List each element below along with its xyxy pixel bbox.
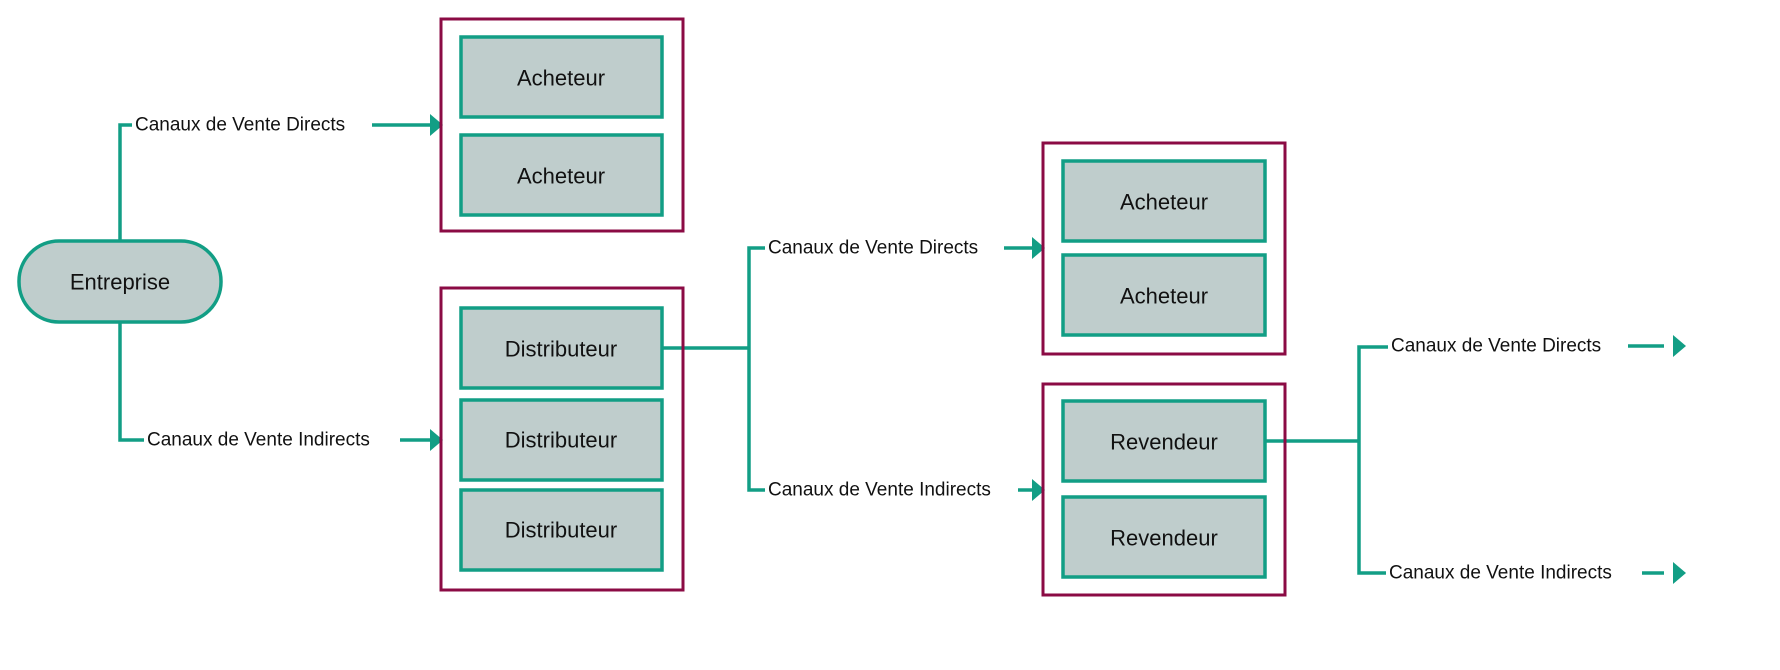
arrowheads: [430, 114, 1686, 584]
connector-distributeur-branches: [747, 246, 765, 492]
node-acheteur-1-shape: [459, 35, 664, 119]
connector-revendeur-branches: [1357, 345, 1388, 575]
edge-label-revendeur-direct: Canaux de Vente Directs: [1391, 336, 1601, 357]
arrowhead-distributeur-indirect: [1032, 479, 1045, 501]
node-distributeur-2-shape: [459, 398, 664, 482]
arrowhead-distributeur-direct: [1032, 237, 1045, 259]
group-revendeurs: [1041, 382, 1287, 597]
nodes: [17, 35, 1267, 579]
node-revendeur-1-shape: [1061, 399, 1267, 483]
node-labels: Entreprise Acheteur Acheteur Distributeu…: [70, 66, 1218, 551]
edge-label-distributeur-indirect: Canaux de Vente Indirects: [768, 480, 991, 501]
node-acheteur-2: Acheteur: [517, 164, 605, 189]
arrowhead-revendeur-indirect: [1673, 562, 1686, 584]
arrowhead-revendeur-direct: [1673, 335, 1686, 357]
node-acheteur-3-shape: [1061, 159, 1267, 243]
group-distributeurs: [439, 286, 685, 592]
node-revendeur-1: Revendeur: [1110, 430, 1218, 455]
connectors: [118, 123, 1664, 575]
node-acheteur-1: Acheteur: [517, 66, 605, 91]
group-acheteurs-distributeur: [1041, 141, 1287, 356]
arrowhead-entreprise-direct: [430, 114, 443, 136]
node-revendeur-2: Revendeur: [1110, 526, 1218, 551]
connector-entreprise-direct: [118, 123, 132, 240]
node-distributeur-3-shape: [459, 488, 664, 572]
node-distributeur-1-shape: [459, 306, 664, 390]
edge-labels: Canaux de Vente Directs Canaux de Vente …: [135, 115, 1612, 584]
node-acheteur-4: Acheteur: [1120, 284, 1208, 309]
arrowhead-entreprise-indirect: [430, 429, 443, 451]
edge-label-revendeur-indirect: Canaux de Vente Indirects: [1389, 563, 1612, 584]
connector-entreprise-indirect: [118, 323, 144, 442]
node-distributeur-1: Distributeur: [505, 337, 617, 362]
node-distributeur-2: Distributeur: [505, 428, 617, 453]
node-acheteur-2-shape: [459, 133, 664, 217]
node-acheteur-4-shape: [1061, 253, 1267, 337]
node-acheteur-3: Acheteur: [1120, 190, 1208, 215]
node-revendeur-2-shape: [1061, 495, 1267, 579]
node-distributeur-3: Distributeur: [505, 518, 617, 543]
group-acheteurs-direct: [439, 17, 685, 233]
edge-label-entreprise-indirect: Canaux de Vente Indirects: [147, 430, 370, 451]
edge-label-distributeur-direct: Canaux de Vente Directs: [768, 238, 978, 259]
node-entreprise: Entreprise: [70, 270, 170, 295]
group-containers: [439, 17, 1287, 597]
edge-label-entreprise-direct: Canaux de Vente Directs: [135, 115, 345, 136]
node-entreprise-shape: [17, 239, 223, 324]
